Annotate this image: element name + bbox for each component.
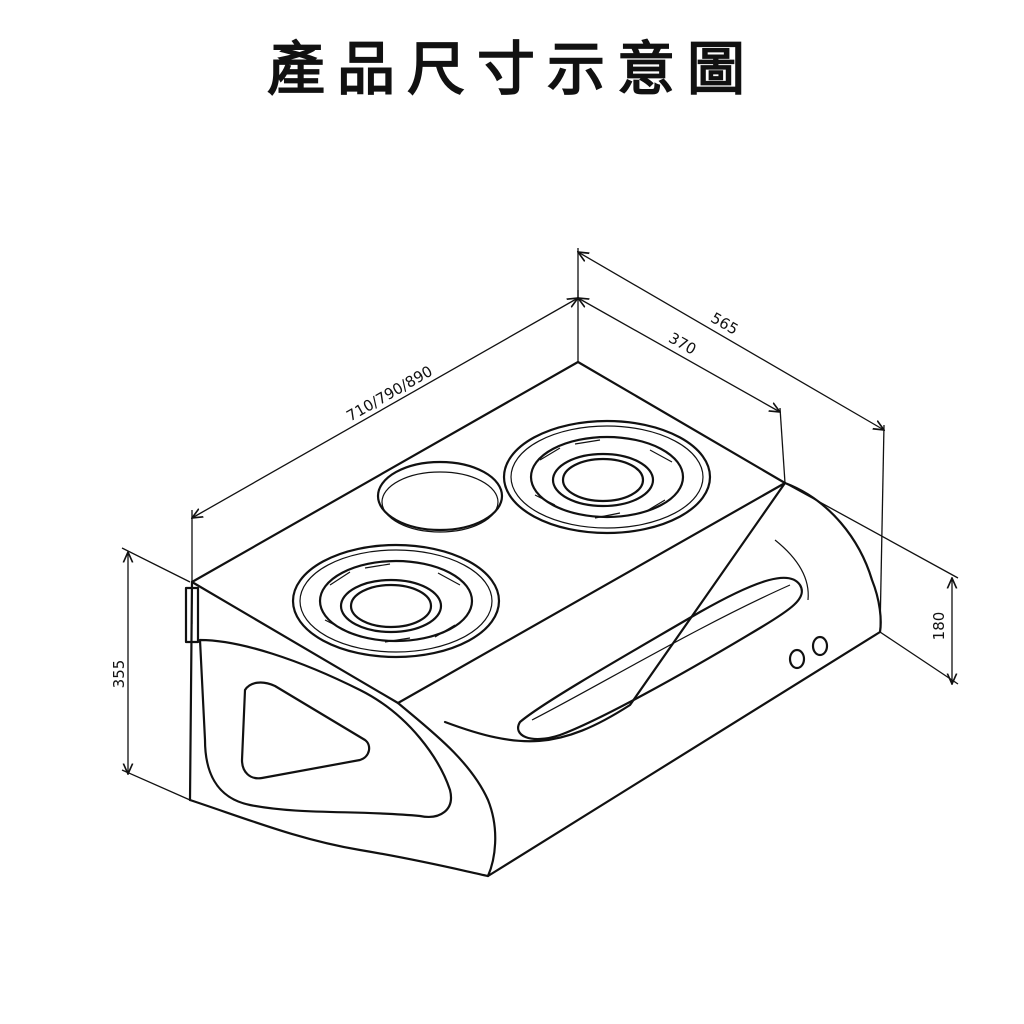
control-button-1 [788,648,806,670]
hood-front-shell [396,701,497,878]
light-bar [517,576,803,741]
hood-bottom-edge [188,630,882,878]
mounting-bracket [184,586,200,644]
hood-top-panel [190,360,787,705]
hood-front-top-curve [783,481,882,634]
page-title: 產品尺寸示意圖 [266,35,757,103]
depth-total-label: 565 [708,309,742,339]
control-button-2 [811,635,829,657]
hood-end-cap [198,638,453,818]
fan-grille-front [291,543,501,659]
height-total-label: 355 [110,660,128,689]
hood-left-side [188,580,194,802]
height-front-label: 180 [930,612,948,641]
end-cap-vent [240,681,371,780]
width-label: 710/790/890 [343,362,435,425]
fan-grille-rear [502,419,712,535]
light-bar-inner [531,584,791,721]
hood-front-face [443,481,787,743]
hood-front-contour [774,539,809,601]
dimension-width: 710/790/890 [192,290,578,582]
dimension-height-total: 355 [110,547,191,801]
exhaust-collar [376,460,504,533]
dimension-height-front: 180 [784,482,959,684]
depth-top-label: 370 [666,329,700,359]
